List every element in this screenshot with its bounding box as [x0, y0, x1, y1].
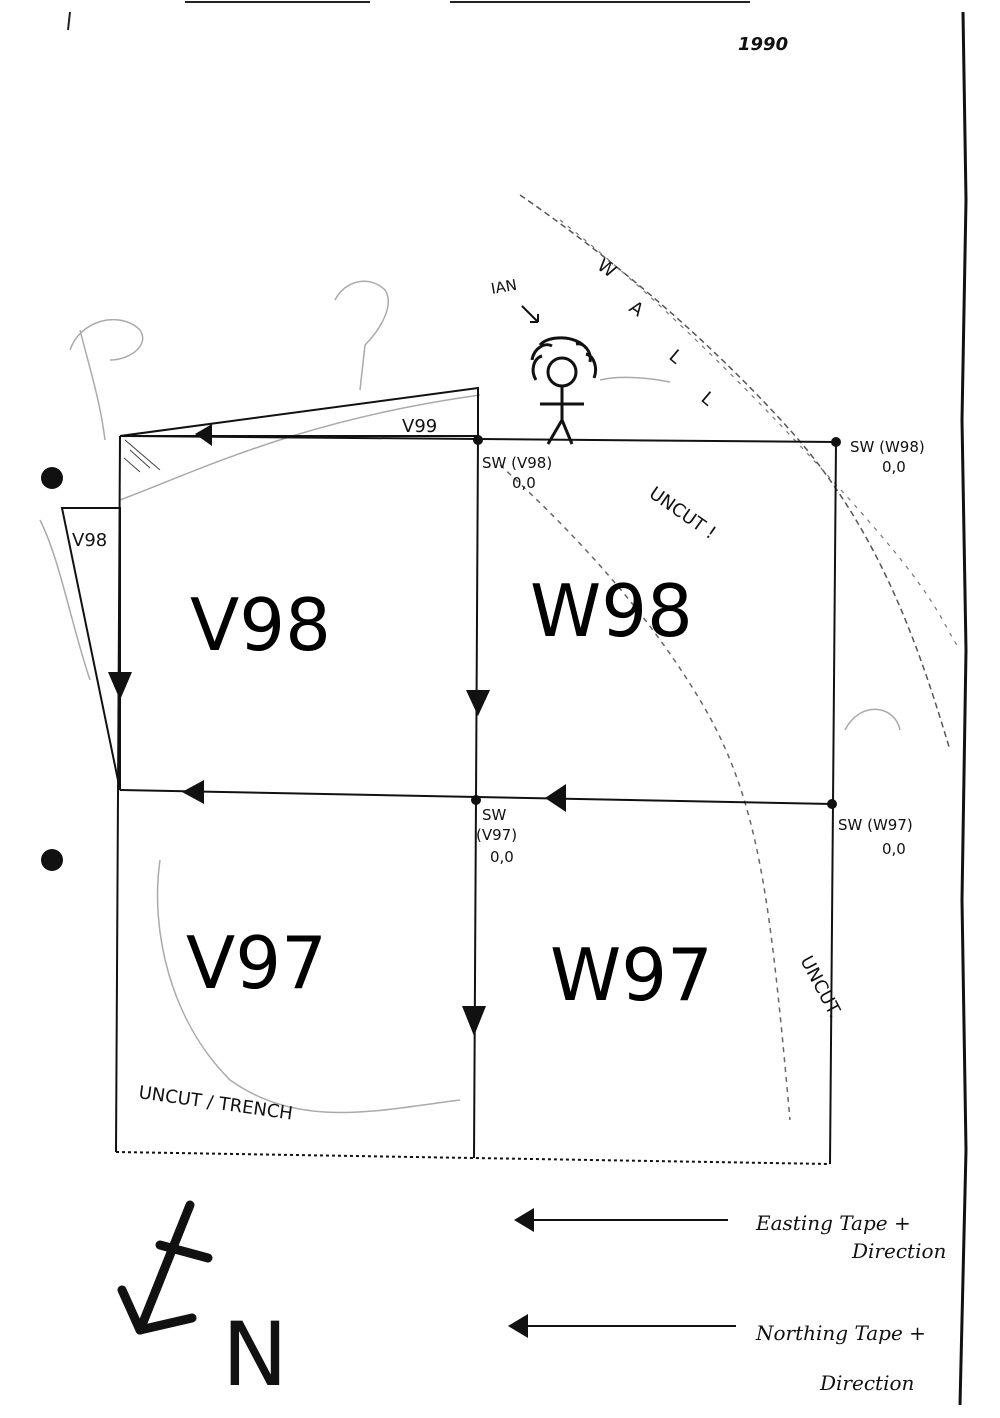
north-arrow-icon: [117, 1200, 213, 1335]
wall-letter: L: [665, 346, 686, 369]
wall-letter: L: [697, 388, 718, 411]
easting-arrow: [195, 424, 212, 446]
corner-tick: [67, 11, 71, 31]
northing-arrow: [462, 1006, 486, 1036]
datum-label-v97-line1: SW: [482, 806, 507, 824]
datum-point-v97: [471, 795, 481, 805]
uncut-label-right: UNCUT.: [796, 952, 846, 1021]
wall-letter: W: [593, 255, 620, 283]
square-label-w97: W97: [550, 933, 713, 1017]
datum-point-w97: [827, 799, 837, 809]
punch-hole: [41, 849, 63, 871]
datum-point-v98: [473, 435, 483, 445]
north-arrow-label: N: [222, 1303, 288, 1406]
faint-background-sketch: [39, 280, 901, 1114]
datum-coords-w98: 0,0: [882, 458, 906, 476]
datum-label-v97-line2: (V97): [476, 826, 517, 844]
v99-label: V99: [402, 416, 437, 437]
grid-line-south: [115, 1151, 831, 1165]
wall-line-upper: [519, 194, 951, 751]
page-edge-line: [958, 11, 968, 1406]
tape-arrows: [108, 424, 566, 1036]
year-label: 1990: [738, 34, 788, 55]
wall-line-lower: [499, 464, 791, 1121]
ian-pointer-arrow: [521, 305, 539, 323]
v98-side-sliver-outline: [60, 507, 121, 791]
datum-coords-v97: 0,0: [490, 848, 514, 866]
legend-northing-line1: Northing Tape +: [755, 1321, 926, 1345]
ian-label: IAN: [490, 276, 519, 298]
legend-northing-line2: Direction: [819, 1371, 914, 1395]
easting-arrow: [182, 780, 204, 804]
wall-letter: A: [625, 297, 648, 322]
easting-arrow: [545, 784, 566, 812]
square-label-v98: V98: [190, 583, 331, 667]
uncut-trench-label: UNCUT / TRENCH: [137, 1082, 294, 1124]
square-label-v97: V97: [186, 921, 327, 1005]
trench-hatching: [123, 439, 161, 473]
legend-easting-line2: Direction: [851, 1239, 946, 1263]
uncut-label-top: UNCUT !: [645, 483, 720, 544]
northing-arrow: [108, 672, 132, 700]
datum-point-w98: [831, 437, 841, 447]
datum-coords-w97: 0,0: [882, 840, 906, 858]
datum-label-v98: SW (V98): [482, 454, 552, 472]
ian-stick-figure: [530, 336, 598, 445]
datum-label-w98: SW (W98): [850, 438, 925, 456]
legend-northing-arrowhead: [508, 1314, 528, 1338]
grid-line-west: [115, 435, 121, 1153]
legend-easting-arrowhead: [514, 1208, 534, 1232]
v98-side-label: V98: [72, 530, 107, 551]
northing-arrow: [466, 690, 490, 716]
punch-hole: [41, 467, 63, 489]
datum-label-w97: SW (W97): [838, 816, 913, 834]
legend-easting-line1: Easting Tape +: [755, 1211, 911, 1235]
v99-sliver-outline: [119, 386, 479, 437]
square-label-w98: W98: [530, 569, 693, 653]
datum-coords-v98: 0,0: [512, 474, 536, 492]
